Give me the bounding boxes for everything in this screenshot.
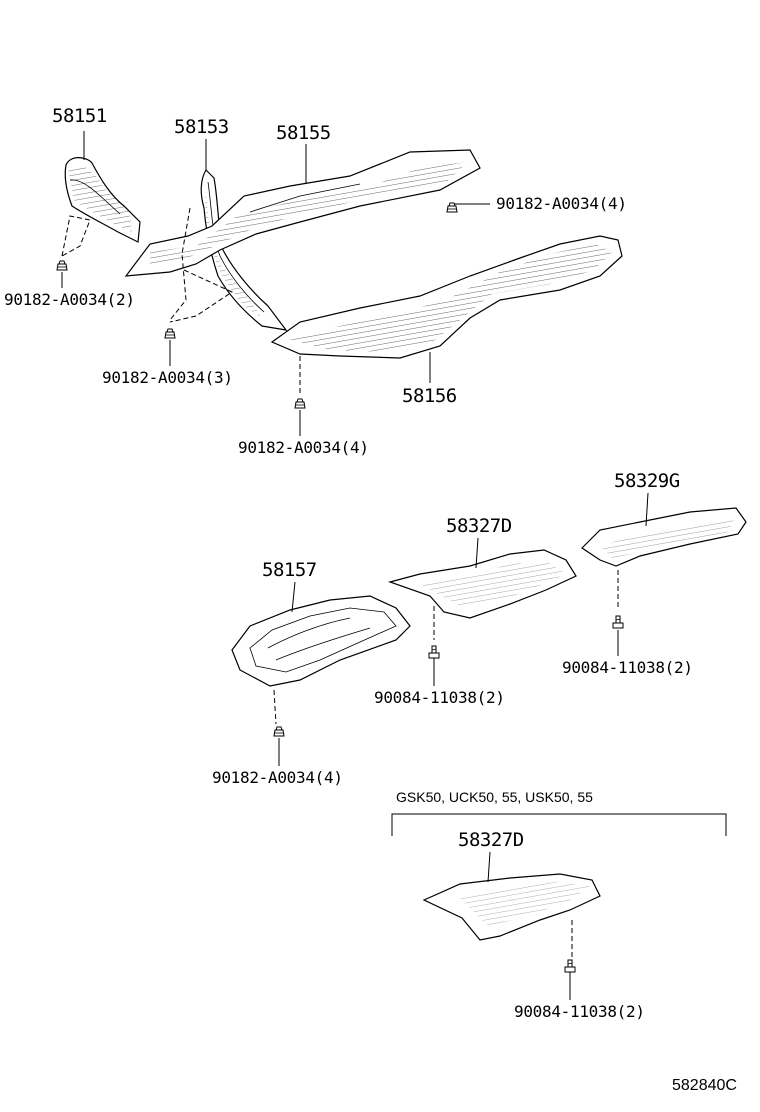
- diagram-reference-number: 582840C: [672, 1077, 737, 1094]
- leader-lines: [61, 131, 649, 1000]
- part-58155-shield: [124, 149, 481, 277]
- part-number-58151[interactable]: 58151: [52, 105, 107, 127]
- part-number-58329g[interactable]: 58329G: [614, 470, 680, 492]
- fastener-label-90182-a0034-3[interactable]: 90182-A0034(3): [102, 368, 233, 387]
- fastener-label-90084-11038-2-a[interactable]: 90084-11038(2): [374, 688, 505, 707]
- part-58156-shield: [270, 235, 623, 359]
- part-58151-shield: [64, 157, 141, 243]
- fastener-label-90084-11038-2-b[interactable]: 90084-11038(2): [562, 658, 693, 677]
- part-58327d-upper-shield: [387, 549, 577, 619]
- fastener-label-90182-a0034-2[interactable]: 90182-A0034(2): [4, 290, 135, 309]
- part-number-58153[interactable]: 58153: [174, 116, 229, 138]
- part-number-58155[interactable]: 58155: [276, 122, 331, 144]
- part-58157-shield: [231, 595, 411, 687]
- fastener-label-90084-11038-2-c[interactable]: 90084-11038(2): [514, 1002, 645, 1021]
- part-58329g-shield: [581, 507, 747, 567]
- fastener-label-90182-a0034-4-b[interactable]: 90182-A0034(4): [496, 194, 627, 213]
- part-number-58157[interactable]: 58157: [262, 559, 317, 581]
- fastener-label-90182-a0034-4-a[interactable]: 90182-A0034(4): [238, 438, 369, 457]
- part-58327d-lower-shield: [422, 873, 601, 941]
- fastener-label-90182-a0034-4-c[interactable]: 90182-A0034(4): [212, 768, 343, 787]
- applicability-bracket: [391, 813, 727, 836]
- part-number-58156[interactable]: 58156: [402, 385, 457, 407]
- part-number-58327d-upper[interactable]: 58327D: [446, 515, 512, 537]
- dashed-assembly-lines: [61, 207, 619, 958]
- applicability-note: GSK50, UCK50, 55, USK50, 55: [396, 789, 593, 805]
- part-number-58327d-lower[interactable]: 58327D: [458, 829, 524, 851]
